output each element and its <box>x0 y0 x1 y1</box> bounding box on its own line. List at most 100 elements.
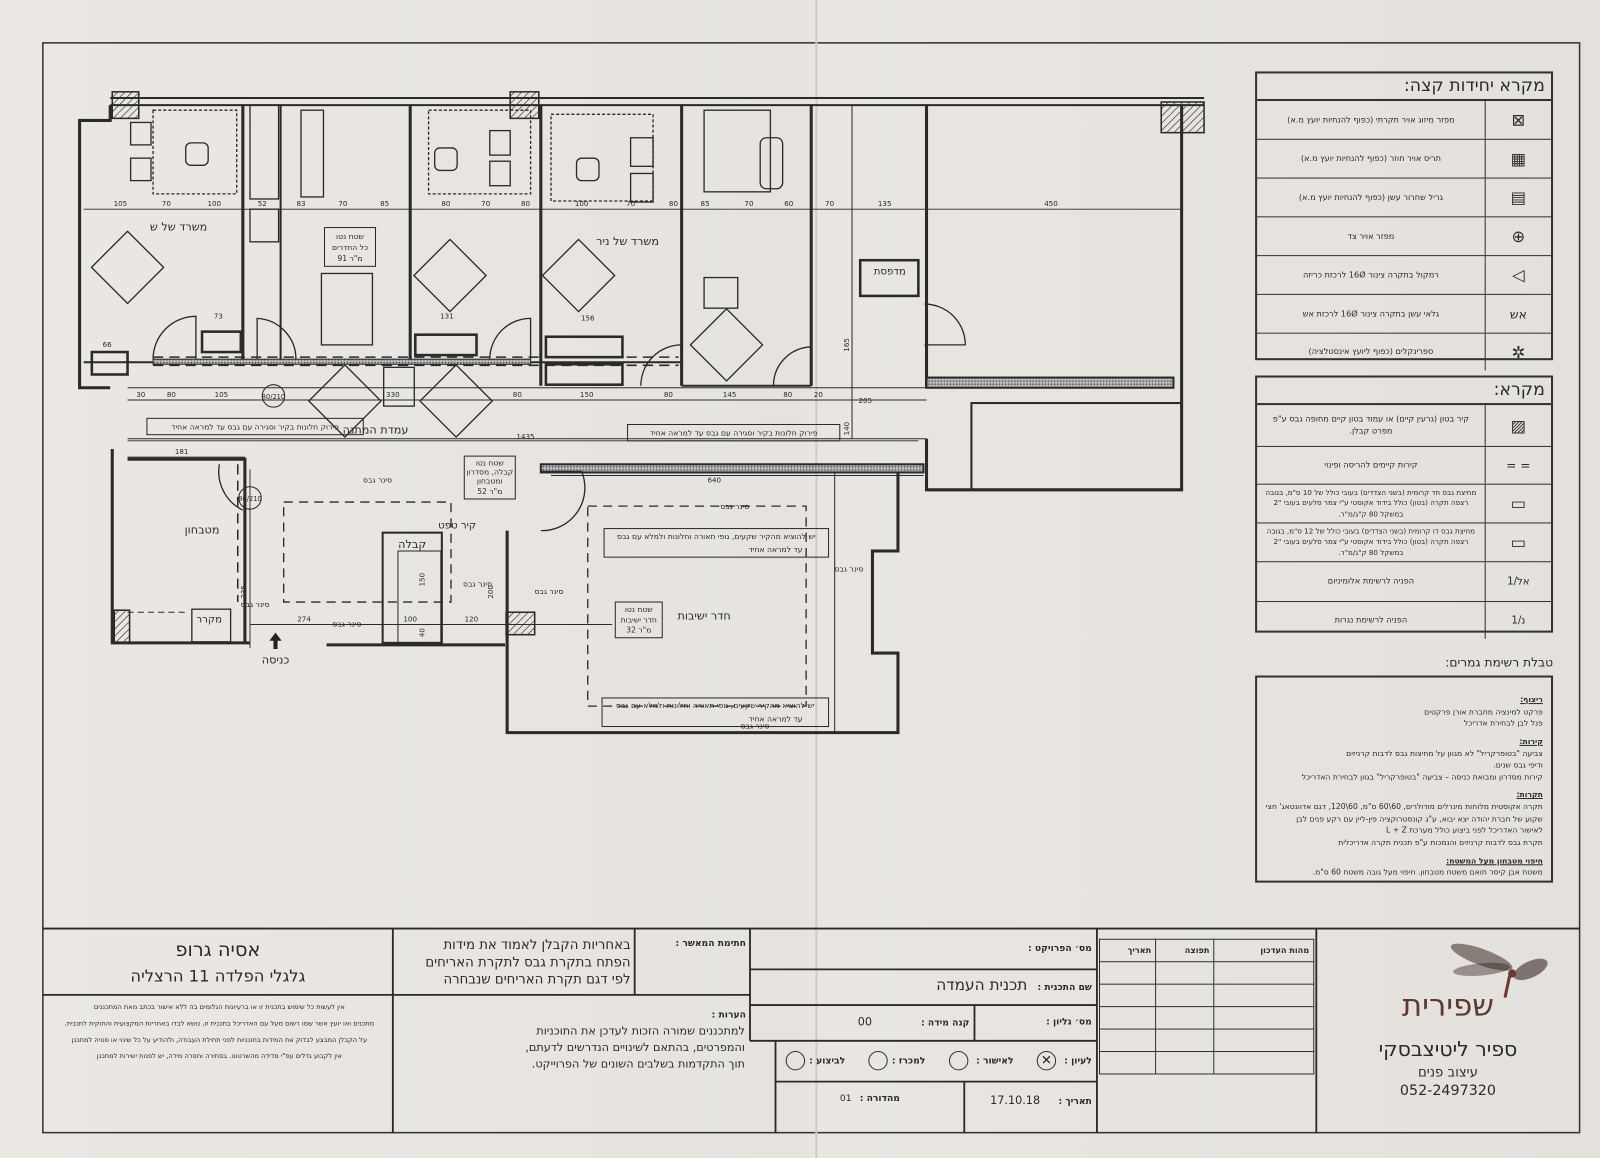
return-air-grille-icon: ▦ <box>1484 139 1551 178</box>
legend-text: ספרינקלים (כפוף ליועץ אינסטלציה) <box>1308 346 1434 357</box>
dim: 150 <box>580 390 594 399</box>
dim: 80 <box>513 390 523 399</box>
remark-line: תוך התקדמות בשלבים השונים של הפרוייקט. <box>531 1057 745 1071</box>
status-execution[interactable]: לביצוע : <box>785 1051 845 1071</box>
dim: 52 <box>258 199 267 208</box>
brand-logo-text: שפירית <box>1401 987 1494 1024</box>
dim: 80 <box>783 390 793 399</box>
revision-header: מהות העדכון <box>1213 938 1315 963</box>
dim: 120 <box>465 614 479 623</box>
dim: 100 <box>575 199 589 208</box>
plan-name-field: שם התכנית : תכנית העמדה <box>755 976 1092 994</box>
empty-circle-icon[interactable] <box>948 1051 968 1071</box>
dim: 83 <box>296 199 305 208</box>
legend-row: ▦תריס אויר חוזר (כפוף להנחיות יועץ מ.א) <box>1257 139 1552 179</box>
legend-row: ▭מחיצת גבס חד קרומית (בשני הצדדים) בעובי… <box>1257 484 1552 524</box>
dim: 70 <box>825 199 835 208</box>
dim: 85 <box>701 199 710 208</box>
demolition-walls <box>153 356 679 603</box>
legend-row: ▭מחיצת גבס דו קרומית (בשני הצדדים) בעובי… <box>1257 523 1552 563</box>
dim: 66 <box>103 340 113 349</box>
title-block-grid <box>42 927 1580 1133</box>
room-label-reception: קבלה <box>398 538 426 551</box>
dim: 150 <box>417 572 426 586</box>
revision-row <box>1098 1051 1315 1075</box>
checked-circle-icon[interactable]: ✕ <box>1036 1051 1057 1071</box>
dim: 73 <box>214 311 223 320</box>
revision-row <box>1098 1028 1315 1053</box>
dragonfly-logo-icon <box>1450 943 1548 998</box>
legend-row: ⊕מפזר אויר צד <box>1257 217 1552 257</box>
legend-row: נ/1 הפניה לרשימת נגרות <box>1257 602 1551 639</box>
legend-text: מפזר מיזוג אויר תקרתי (כפוף להנחיות יועץ… <box>1287 114 1455 124</box>
status-tender[interactable]: למכרז : <box>868 1051 925 1071</box>
legend-title: מקרא יחידות קצה: <box>1257 73 1552 102</box>
dim: 80 <box>167 390 177 399</box>
dim: 70 <box>481 199 491 208</box>
finish-line: לאישור האדריכל לפני ביצוע כולל מערכת L +… <box>1386 825 1543 835</box>
dim: 70 <box>162 199 172 208</box>
scale-label: קנה מידה : <box>921 1018 970 1029</box>
project-no-label: מס׳ הפרויקט : <box>1028 943 1092 955</box>
door-tag: 80/210 <box>262 393 285 401</box>
dim: 40 <box>417 628 426 638</box>
dim: 80 <box>441 199 451 208</box>
legend-text: רמקול בתקרה צינור 16Ø לרכזת כריזה <box>1302 269 1439 280</box>
revision-header: תפוצה <box>1155 938 1215 963</box>
dimension-texts: 105 70 100 52 83 70 85 80 70 80 100 70 8… <box>103 199 1059 637</box>
dim: 100 <box>403 614 417 623</box>
legend-row: ▤ גריל שחרור עשן (כפוף להנחיות יועץ מ.א) <box>1257 178 1552 218</box>
dim: 200 <box>486 585 495 599</box>
label-gypsum-skirt: סינר גבס <box>332 620 361 629</box>
disclaimer: אין לקבוע גדלים עפ"י מדידה מהשרטוט. בסתי… <box>96 1052 342 1061</box>
status-approval[interactable]: לאישור : <box>948 1051 1014 1071</box>
concrete-wall-icon: ▨ <box>1484 405 1551 446</box>
status-review[interactable]: לעיון : ✕ <box>1036 1051 1092 1071</box>
concrete-columns <box>111 91 1205 644</box>
label-gypsum-skirt: סינר גבס <box>720 502 749 511</box>
remarks: למתכננים שמורה הזכות לעדכן את התוכניות ו… <box>480 1023 745 1072</box>
dim: 105 <box>114 199 128 208</box>
carpentry-ref-icon: נ/1 <box>1484 602 1551 639</box>
door-tag: 80/210 <box>238 495 261 503</box>
disclaimer: אין לעשות כל שימוש בתכנית זו או ברעיונות… <box>93 1003 345 1012</box>
finishes-title: טבלת רשימת גמרים: <box>1445 655 1554 670</box>
finish-line: תקרה אקוסטית מלוחות מינרלים מודולרים, 60… <box>1265 802 1543 812</box>
note-window-removal: פירוק חלונות בקיר וסגירה עם גבס עד למראה… <box>650 429 818 438</box>
label-gypsum-skirt: סינר גבס <box>741 722 770 731</box>
dim: 80 <box>664 390 674 399</box>
finish-line: שקוע של חברת יהודה יצא יבוא, ע"ג קונסטרו… <box>1296 813 1543 824</box>
area-meeting-line: 32 מ"ר <box>626 626 651 635</box>
label-wallpaper-wall: קיר טפט <box>438 521 476 532</box>
room-label-printer: מדפסת <box>874 266 906 277</box>
finish-line: ודיפי גבס שנים. <box>1493 760 1543 770</box>
area-meeting-line: חדר ישיבות <box>621 615 657 624</box>
label-gypsum-skirt: סינר גבס <box>241 600 270 609</box>
dim: 30 <box>136 390 146 399</box>
legend-text: קיר בטון (גרעין קיים) או עמוד בטון קיים … <box>1272 414 1470 436</box>
dim: 100 <box>207 199 221 208</box>
legend-row: = =קירות קיימים להריסה ופינוי <box>1257 446 1552 485</box>
designer-phone: 052-2497320 <box>1399 1082 1496 1099</box>
ceiling-labels: סינר גבס סינר גבס סינר גבס סינר גבס סינר… <box>241 476 864 731</box>
dim: 274 <box>297 614 311 623</box>
room-label-fridge: מקרר <box>196 614 222 625</box>
empty-circle-icon[interactable] <box>868 1051 888 1071</box>
revision-header: תאריך <box>1098 938 1157 963</box>
finish-line: צביעה "בטופרקריל" לא מגוון על מחיצות גבס… <box>1346 748 1543 758</box>
demolition-wall-icon: = = <box>1484 446 1551 484</box>
status-label: לעיון : <box>1064 1055 1092 1066</box>
exhaust-grille-icon: ▤ <box>1484 178 1551 217</box>
disclaimer: על הקבלן המבצע לבדוק את המידות בתוכניות … <box>71 1035 368 1044</box>
empty-circle-icon[interactable] <box>785 1051 806 1071</box>
dim: 80 <box>669 199 679 208</box>
entrance-arrow-icon <box>269 632 282 649</box>
date-value: 17.10.18 <box>990 1093 1041 1108</box>
finish-line: פנל לבן לבחירת אדריכל <box>1463 718 1543 728</box>
legend-text: הפניה לרשימת נגרות <box>1334 615 1408 625</box>
dim: 70 <box>338 199 348 208</box>
legend-text: גריל שחרור עשן (כפוף להנחיות יועץ מ.א) <box>1298 192 1443 202</box>
finish-line: קירות מסדרון ומבואת כניסה – צביעה "בטופר… <box>1301 772 1543 782</box>
dim: 70 <box>626 199 636 208</box>
doors <box>152 303 966 532</box>
